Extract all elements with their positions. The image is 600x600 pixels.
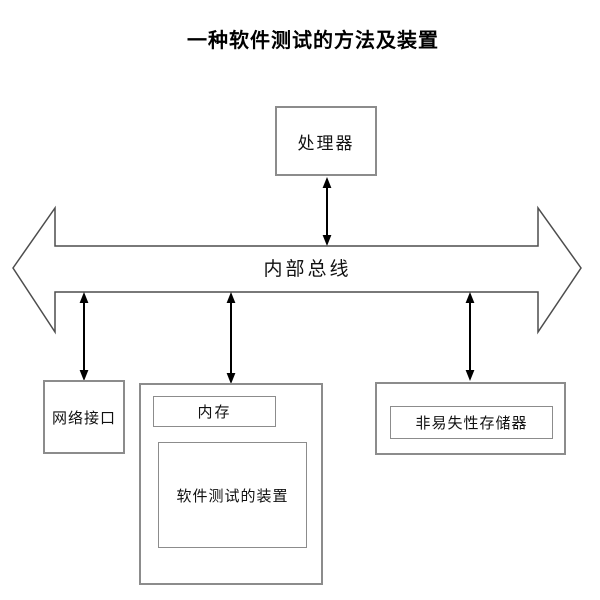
nonvolatile-memory-box: 非易失性存储器 xyxy=(390,406,553,439)
internal-bus-shape xyxy=(12,205,582,335)
bus-memory-double-arrow-icon xyxy=(226,292,236,384)
bus-network-double-arrow-icon xyxy=(79,292,89,381)
page-title: 一种软件测试的方法及装置 xyxy=(187,30,439,52)
processor-bus-double-arrow-icon xyxy=(322,177,332,246)
processor-label: 处理器 xyxy=(297,133,355,154)
network-interface-box: 网络接口 xyxy=(43,380,125,454)
internal-bus-label: 内部总线 xyxy=(263,258,352,280)
software-testing-device-box: 软件测试的装置 xyxy=(158,442,307,548)
software-testing-device-label: 软件测试的装置 xyxy=(176,486,289,505)
processor-box: 处理器 xyxy=(275,106,377,176)
nonvolatile-memory-label: 非易失性存储器 xyxy=(415,414,528,432)
bus-nvm-double-arrow-icon xyxy=(465,292,475,381)
network-interface-label: 网络接口 xyxy=(51,408,116,427)
memory-box: 内存 xyxy=(153,396,276,427)
memory-label: 内存 xyxy=(197,403,232,421)
